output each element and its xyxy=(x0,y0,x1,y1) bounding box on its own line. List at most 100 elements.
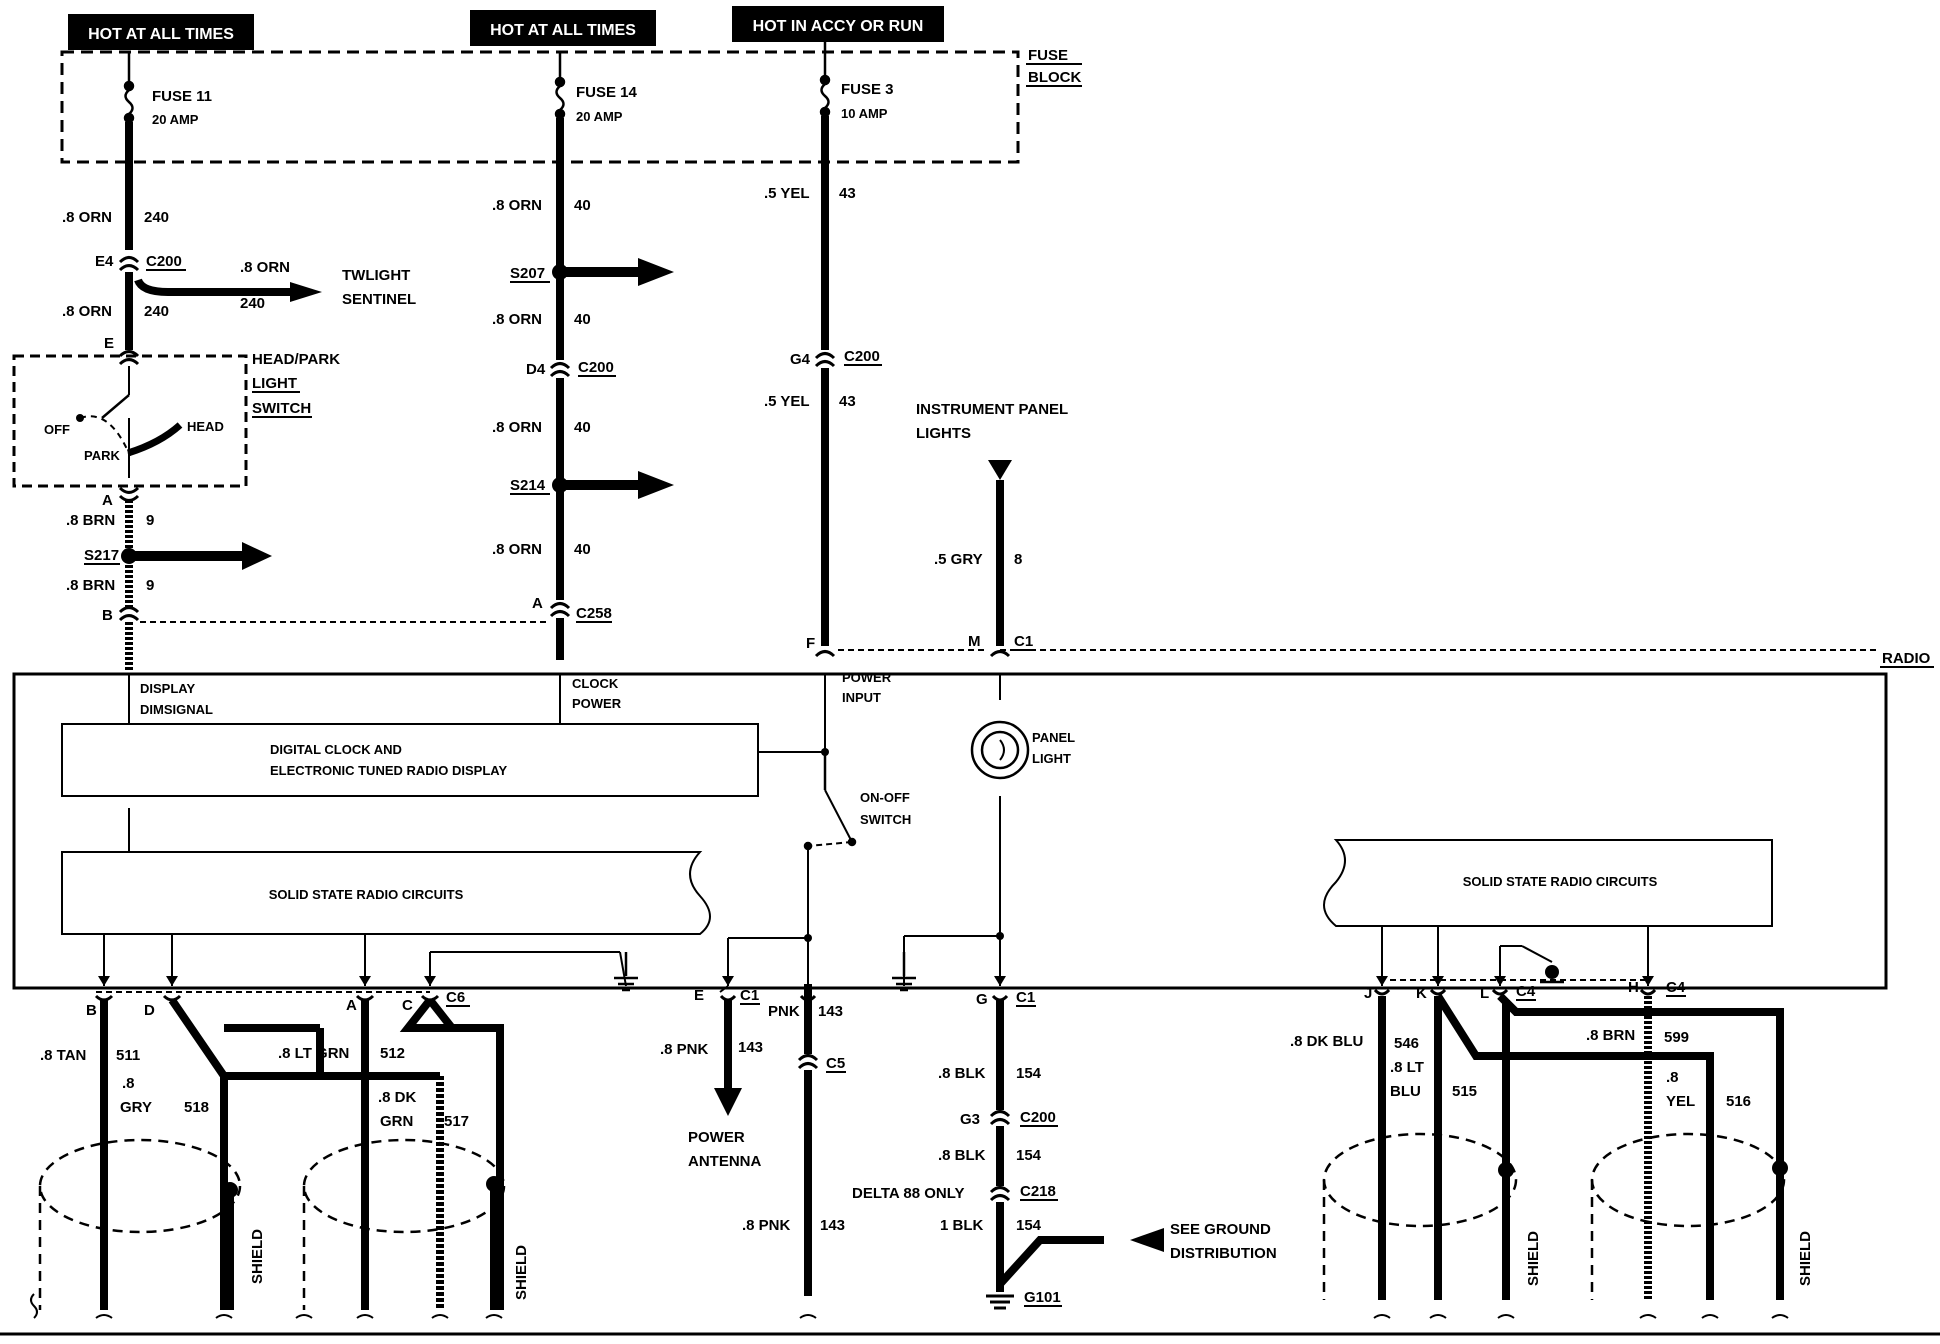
header-hot2-text: HOT AT ALL TIMES xyxy=(490,22,636,39)
fuse-3-rating: 10 AMP xyxy=(841,106,888,121)
bl-gry-gauge-2: GRY xyxy=(120,1099,152,1116)
radio-box xyxy=(12,672,1888,990)
panel-light-bulb-icon xyxy=(970,720,1030,780)
col1-w2-num: 240 xyxy=(144,303,169,320)
bl-ltgrn-num: 512 xyxy=(380,1045,405,1062)
onoff-2: SWITCH xyxy=(860,812,911,827)
power-input-1: POWER xyxy=(842,670,892,685)
br-shield-1: SHIELD xyxy=(1525,1231,1542,1286)
bm-pnk-top-num: 143 xyxy=(818,1003,843,1020)
col3-w2-gauge: .5 YEL xyxy=(764,393,810,410)
header-hot-at-all-times-2: HOT AT ALL TIMES xyxy=(470,10,656,46)
ground-distribution-arrow xyxy=(1130,1228,1164,1252)
br-conn2: C4 xyxy=(1666,979,1686,996)
bm-blk2-num: 154 xyxy=(1016,1147,1042,1164)
bm-conn-c1b: C1 xyxy=(1016,989,1035,1006)
bl-conn-c6: C6 xyxy=(446,989,465,1006)
bl-shield-1: SHIELD xyxy=(249,1229,266,1284)
fuse-3-name: FUSE 3 xyxy=(841,81,894,98)
column1-wires xyxy=(79,122,290,670)
panel-light-1: PANEL xyxy=(1032,730,1075,745)
wire-break-marks xyxy=(30,1293,1789,1319)
bm-blk3-gauge: 1 BLK xyxy=(940,1217,984,1234)
bottom-mid-wires xyxy=(719,984,1104,1296)
bm-pnk-gauge: .8 PNK xyxy=(660,1041,709,1058)
ssrc-right-label: SOLID STATE RADIO CIRCUITS xyxy=(1463,874,1658,889)
col1-w1-gauge: .8 ORN xyxy=(62,209,112,226)
header-hot-in-accy-or-run: HOT IN ACCY OR RUN xyxy=(732,6,944,42)
col2-pin-a: A xyxy=(532,595,543,612)
digital-clock-1: DIGITAL CLOCK AND xyxy=(270,742,402,757)
bl-pin-d: D xyxy=(144,1002,155,1019)
br-pin-l: L xyxy=(1480,985,1489,1002)
see-ground-2: DISTRIBUTION xyxy=(1170,1245,1277,1262)
bl-gry-gauge-1: .8 xyxy=(122,1075,135,1092)
shield-ellipses-right xyxy=(1322,1132,1786,1300)
header-accy-text: HOT IN ACCY OR RUN xyxy=(753,18,924,35)
fuse-11-name: FUSE 11 xyxy=(152,88,212,105)
col1-w4-num: 9 xyxy=(146,577,154,594)
fuse-11-symbol xyxy=(123,52,135,124)
col2-w1-num: 40 xyxy=(574,197,591,214)
display-dim-2: DIMSIGNAL xyxy=(140,702,213,717)
twilight-sentinel-2: SENTINEL xyxy=(342,291,416,308)
arrow-twilight-sentinel xyxy=(290,282,322,302)
panel-lights-pin-m: M xyxy=(968,633,981,650)
bm-g3: G3 xyxy=(960,1111,980,1128)
twilight-sentinel-1: TWLIGHT xyxy=(342,267,410,284)
br-brn-gauge: .8 BRN xyxy=(1586,1027,1635,1044)
bm-blk3-num: 154 xyxy=(1016,1217,1042,1234)
col2-c258: C258 xyxy=(576,605,612,622)
col2-conn-pin: D4 xyxy=(526,361,546,378)
bl-dkgrn-gauge-1: .8 DK xyxy=(378,1089,417,1106)
col1-conn-name: C200 xyxy=(146,253,182,270)
bl-pin-c: C xyxy=(402,997,413,1014)
br-ltblu-gauge-2: BLU xyxy=(1390,1083,1421,1100)
col2-w2-gauge: .8 ORN xyxy=(492,311,542,328)
bl-ltgrn-gauge: .8 LT GRN xyxy=(278,1045,349,1062)
br-brn-num: 599 xyxy=(1664,1029,1689,1046)
col1-w4-gauge: .8 BRN xyxy=(66,577,115,594)
bm-blk1-gauge: .8 BLK xyxy=(938,1065,986,1082)
bm-c200: C200 xyxy=(1020,1109,1056,1126)
bl-gry-num: 518 xyxy=(184,1099,209,1116)
fuse-11-rating: 20 AMP xyxy=(152,112,199,127)
bl-tan-num: 511 xyxy=(116,1047,140,1064)
br-yel-gauge-2: YEL xyxy=(1666,1093,1695,1110)
fuse-block-label-1: FUSE xyxy=(1028,47,1068,64)
col1-branch-num: 240 xyxy=(240,295,265,312)
ground-g101 xyxy=(986,1294,1014,1310)
power-input-2: INPUT xyxy=(842,690,881,705)
bl-shield-2: SHIELD xyxy=(513,1245,530,1300)
br-conn1: C4 xyxy=(1516,983,1536,1000)
bottom-right-wires xyxy=(1373,988,1784,1300)
onoff-1: ON-OFF xyxy=(860,790,910,805)
panel-lights-gauge: .5 GRY xyxy=(934,551,983,568)
col1-conn-pin: E4 xyxy=(95,253,114,270)
arrow-s217 xyxy=(242,542,272,570)
fuse-3-symbol xyxy=(819,42,831,118)
col1-w3-num: 9 xyxy=(146,512,154,529)
splice-s217: S217 xyxy=(84,547,119,564)
radio-label: RADIO xyxy=(1882,650,1931,667)
ssrc-left-label: SOLID STATE RADIO CIRCUITS xyxy=(269,887,464,902)
header-hot-at-all-times-1: HOT AT ALL TIMES xyxy=(68,14,254,50)
bm-delta-88: DELTA 88 ONLY xyxy=(852,1185,965,1202)
br-pin-j: J xyxy=(1364,985,1372,1002)
bl-pin-b: B xyxy=(86,1002,97,1019)
ssrc-left-box xyxy=(61,851,711,935)
br-ltblu-num: 515 xyxy=(1452,1083,1477,1100)
ground-symbols-radio xyxy=(614,952,1564,992)
br-ltblu-gauge-1: .8 LT xyxy=(1390,1059,1424,1076)
fuse-block-label-2: BLOCK xyxy=(1028,69,1081,86)
switch-off: OFF xyxy=(44,422,70,437)
col1-pin-a: A xyxy=(102,492,113,509)
col3-w2-num: 43 xyxy=(839,393,856,410)
bm-pin-g: G xyxy=(976,991,988,1008)
column3-wires xyxy=(814,116,988,658)
col2-w4-gauge: .8 ORN xyxy=(492,541,542,558)
panel-light-2: LIGHT xyxy=(1032,751,1071,766)
bm-conn-c1a: C1 xyxy=(740,987,759,1004)
header-hot1-text: HOT AT ALL TIMES xyxy=(88,26,234,43)
bl-tan-gauge: .8 TAN xyxy=(40,1047,86,1064)
